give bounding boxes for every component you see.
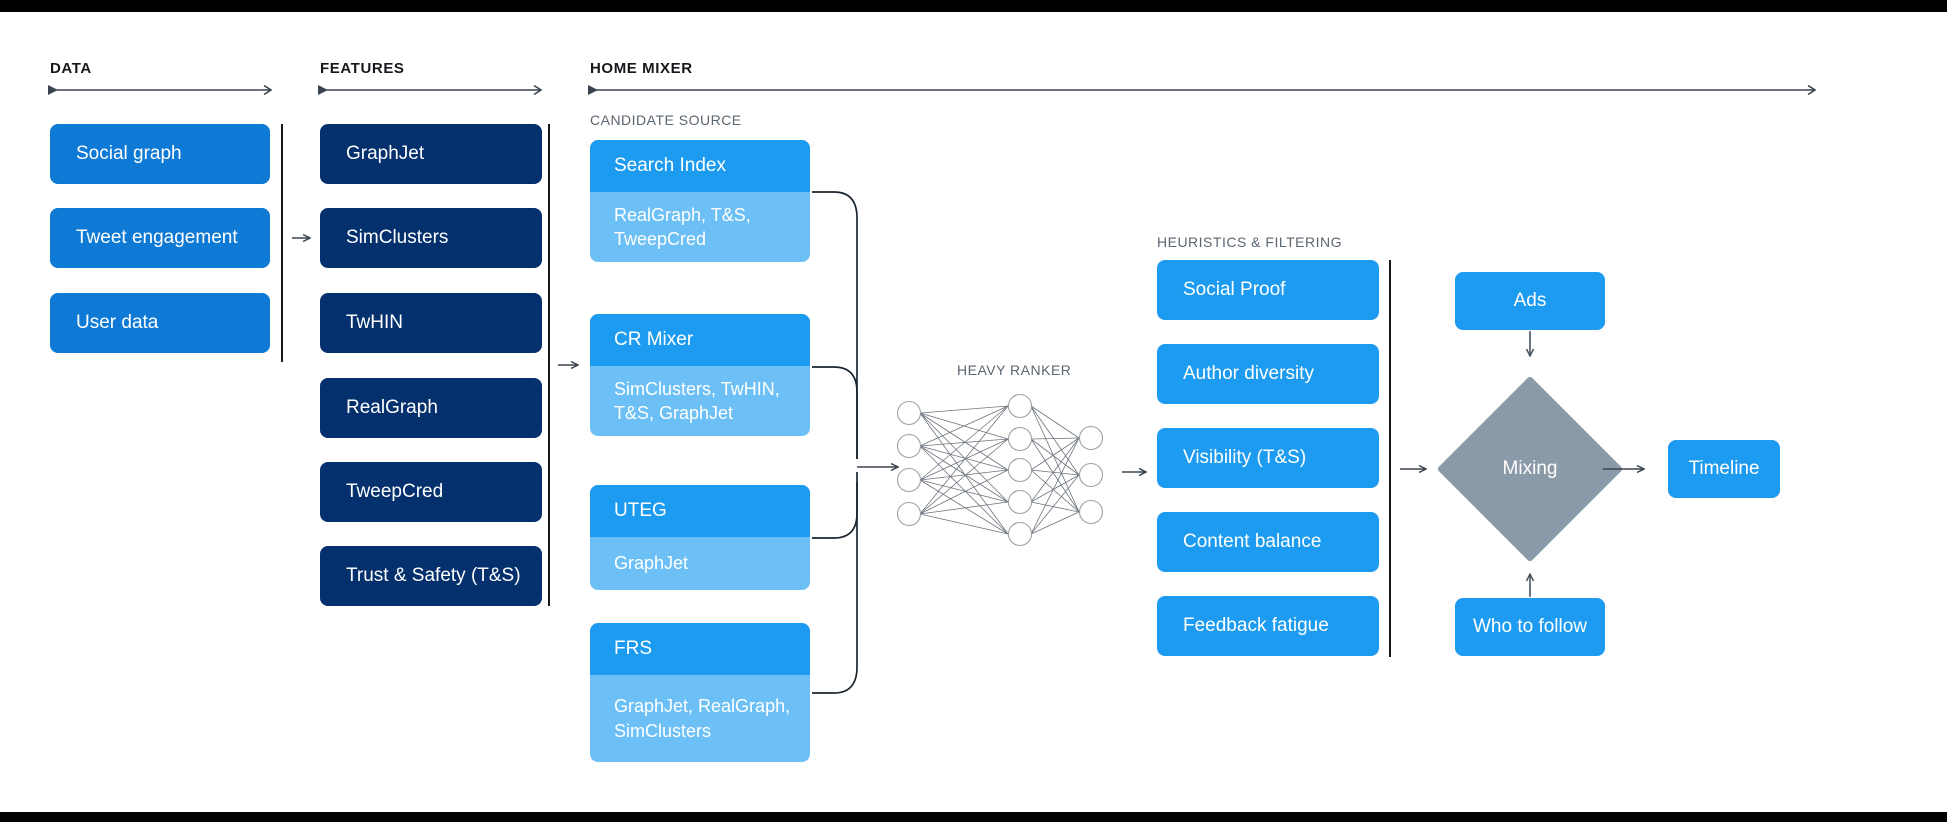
- features-box-label: GraphJet: [346, 143, 425, 165]
- divider-heuristics-mixing: [1389, 260, 1391, 657]
- features-box-label: TwHIN: [346, 312, 403, 334]
- diagram-canvas: DATA FEATURES HOME MIXER CA: [0, 12, 1947, 812]
- features-box-label: TweepCred: [346, 481, 444, 503]
- top-letterbox-bar: [0, 0, 1947, 12]
- heuristics-box-visibility[interactable]: Visibility (T&S): [1157, 428, 1379, 488]
- heuristics-box-label: Visibility (T&S): [1183, 447, 1307, 469]
- data-box-tweet-engagement[interactable]: Tweet engagement: [50, 208, 270, 268]
- axis-features: [318, 84, 546, 96]
- data-box-user-data[interactable]: User data: [50, 293, 270, 353]
- stage-label-features: FEATURES: [320, 60, 405, 77]
- mixing-output-timeline[interactable]: Timeline: [1668, 440, 1780, 498]
- sublabel-heuristics: HEURISTICS & FILTERING: [1157, 234, 1342, 250]
- mixing-label: Mixing: [1502, 458, 1558, 479]
- features-box-realgraph[interactable]: RealGraph: [320, 378, 542, 438]
- connector-overlay: [292, 191, 1947, 694]
- candidate-source-card-uteg[interactable]: UTEG GraphJet: [590, 485, 810, 590]
- stage-label-data: DATA: [50, 60, 92, 77]
- data-box-label: Social graph: [76, 143, 182, 165]
- stage-label-home-mixer: HOME MIXER: [590, 60, 693, 77]
- candidate-source-features: GraphJet, RealGraph, SimClusters: [590, 675, 810, 762]
- features-box-graphjet[interactable]: GraphJet: [320, 124, 542, 184]
- features-box-tweepcred[interactable]: TweepCred: [320, 462, 542, 522]
- mixing-input-who-to-follow[interactable]: Who to follow: [1455, 598, 1605, 656]
- heuristics-box-label: Social Proof: [1183, 279, 1286, 301]
- features-box-trust-safety[interactable]: Trust & Safety (T&S): [320, 546, 542, 606]
- data-box-label: Tweet engagement: [76, 227, 238, 249]
- candidate-source-card-frs[interactable]: FRS GraphJet, RealGraph, SimClusters: [590, 623, 810, 762]
- timeline-label: Timeline: [1688, 458, 1760, 480]
- features-box-simclusters[interactable]: SimClusters: [320, 208, 542, 268]
- features-box-label: SimClusters: [346, 227, 449, 249]
- heuristics-box-content-balance[interactable]: Content balance: [1157, 512, 1379, 572]
- candidate-source-title: FRS: [590, 623, 810, 675]
- heuristics-box-label: Author diversity: [1183, 363, 1314, 385]
- candidate-source-features: RealGraph, T&S, TweepCred: [590, 192, 810, 262]
- sublabel-candidate-source: CANDIDATE SOURCE: [590, 112, 742, 128]
- candidate-source-card-cr-mixer[interactable]: CR Mixer SimClusters, TwHIN, T&S, GraphJ…: [590, 314, 810, 436]
- axis-home-mixer: [588, 84, 1820, 96]
- bottom-letterbox-bar: [0, 812, 1947, 822]
- candidate-source-title: UTEG: [590, 485, 810, 537]
- heavy-ranker-network: [896, 393, 1104, 547]
- ads-label: Ads: [1513, 290, 1547, 312]
- divider-data-features: [281, 124, 283, 362]
- heuristics-box-label: Content balance: [1183, 531, 1322, 553]
- heuristics-box-author-diversity[interactable]: Author diversity: [1157, 344, 1379, 404]
- heuristics-box-label: Feedback fatigue: [1183, 615, 1329, 637]
- candidate-source-features: SimClusters, TwHIN, T&S, GraphJet: [590, 366, 810, 436]
- candidate-source-title: Search Index: [590, 140, 810, 192]
- candidate-source-connectors: [812, 191, 858, 694]
- heuristics-box-social-proof[interactable]: Social Proof: [1157, 260, 1379, 320]
- features-box-twhin[interactable]: TwHIN: [320, 293, 542, 353]
- data-box-social-graph[interactable]: Social graph: [50, 124, 270, 184]
- candidate-source-card-search-index[interactable]: Search Index RealGraph, T&S, TweepCred: [590, 140, 810, 262]
- features-box-label: RealGraph: [346, 397, 438, 419]
- sublabel-heavy-ranker: HEAVY RANKER: [957, 362, 1072, 378]
- divider-features-mixer: [548, 124, 550, 606]
- data-box-label: User data: [76, 312, 159, 334]
- who-to-follow-label: Who to follow: [1472, 616, 1588, 638]
- features-box-label: Trust & Safety (T&S): [346, 565, 521, 587]
- heuristics-box-feedback-fatigue[interactable]: Feedback fatigue: [1157, 596, 1379, 656]
- candidate-source-features: GraphJet: [590, 537, 810, 590]
- candidate-source-title: CR Mixer: [590, 314, 810, 366]
- mixing-input-ads[interactable]: Ads: [1455, 272, 1605, 330]
- axis-data: [48, 84, 276, 96]
